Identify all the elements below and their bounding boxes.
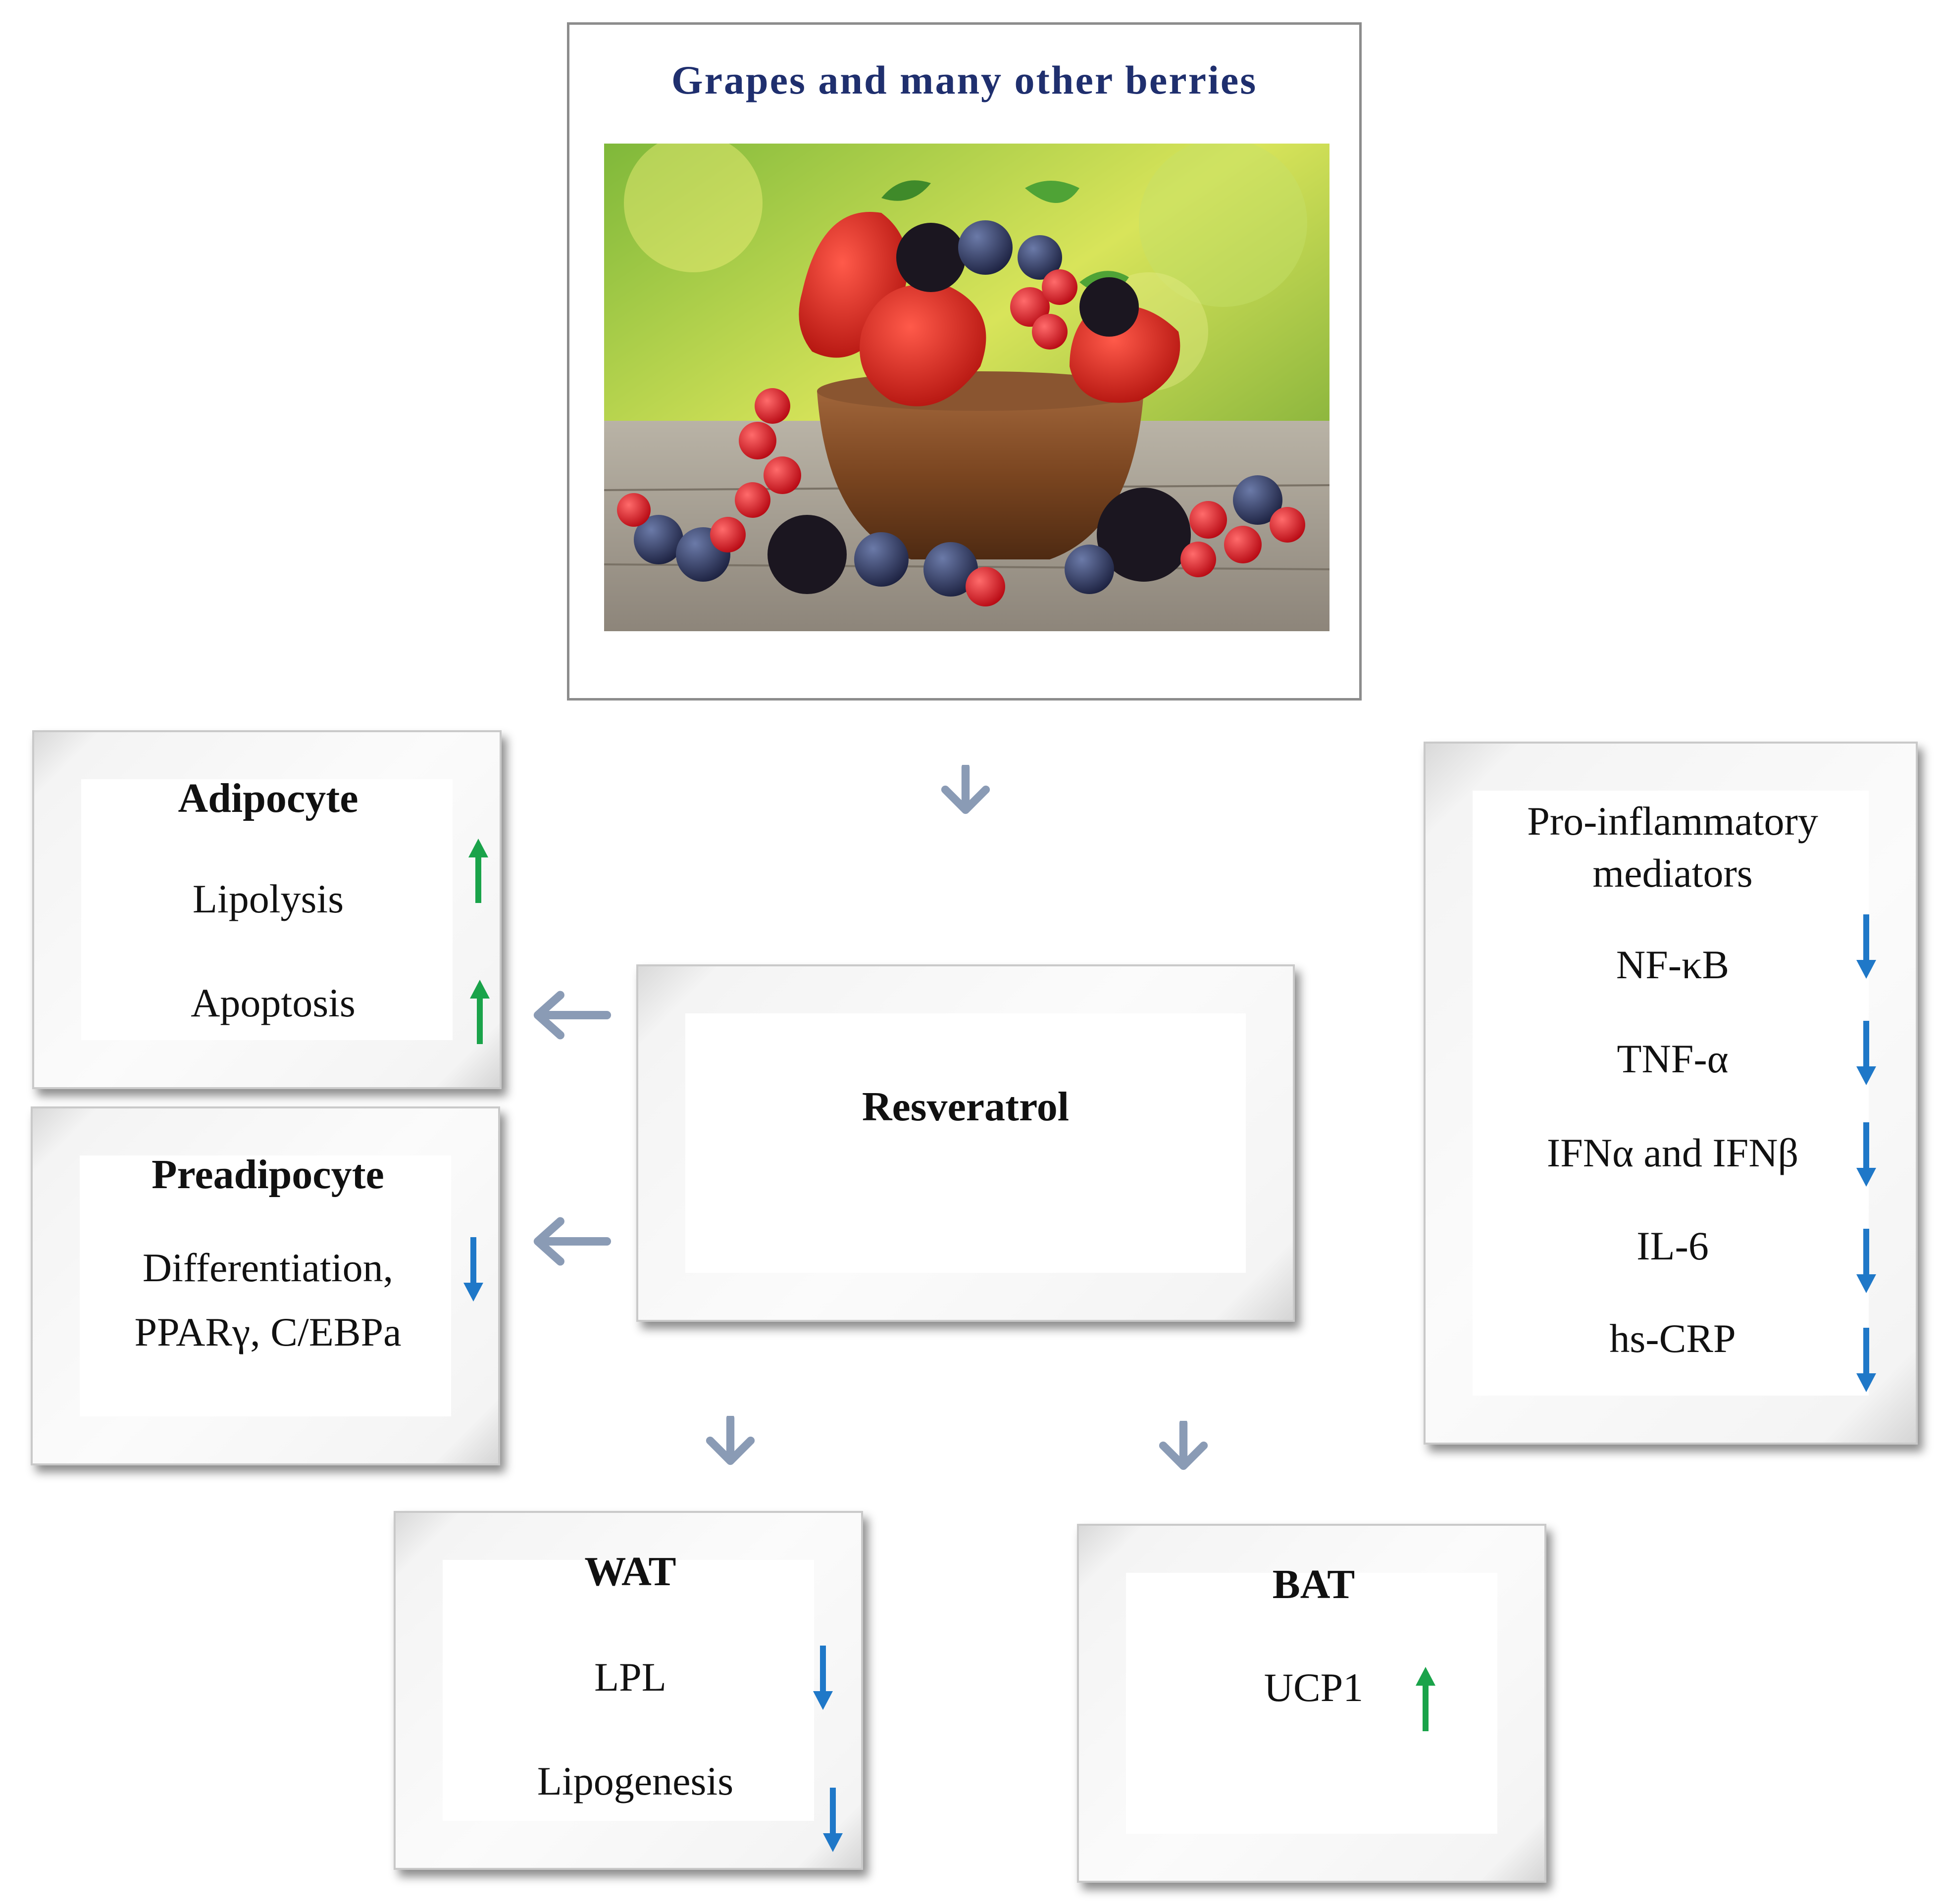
inflammatory-title-line-1: Pro-inflammatory [1527,799,1818,844]
down-arrow-icon [1856,914,1876,979]
inflammatory-box: Pro-inflammatory mediators NF-κB TNF-α I… [1424,742,1918,1445]
resveratrol-box: Resveratrol [636,964,1295,1322]
source-box: Grapes and many other berries [567,22,1362,701]
bat-title: BAT [1272,1561,1355,1607]
adipocyte-box: Adipocyte Lipolysis Apoptosis [32,730,502,1089]
preadipocyte-line-1: Differentiation, [142,1245,394,1290]
mediator-il-6: IL-6 [1636,1223,1709,1268]
bat-box: BAT UCP1 [1077,1524,1546,1883]
berries-photo [604,144,1329,631]
up-arrow-icon [470,980,490,1044]
down-arrow-icon [813,1646,833,1710]
wat-box: WAT LPL Lipogenesis [394,1511,863,1870]
mediator-ifn: IFNα and IFNβ [1546,1130,1799,1175]
down-arrow-icon [1856,1328,1876,1392]
wat-item-lipogenesis: Lipogenesis [537,1758,734,1804]
down-arrow-icon [463,1237,483,1302]
down-arrow-icon [823,1788,843,1852]
arrow-down-to-wat [703,1416,758,1465]
up-arrow-icon [1416,1667,1435,1731]
mediator-nf-kb: NF-κB [1616,942,1730,987]
mediator-tnf-alpha: TNF-α [1617,1036,1729,1081]
resveratrol-label: Resveratrol [862,1084,1070,1130]
down-arrow-icon [1856,1021,1876,1085]
mediator-hs-crp: hs-CRP [1609,1316,1736,1361]
down-arrow-icon [1856,1122,1876,1187]
arrow-left-to-adipocyte [532,989,612,1041]
arrow-left-to-preadipocyte [532,1215,612,1267]
up-arrow-icon [468,839,488,903]
wat-item-lpl: LPL [594,1654,666,1700]
wat-title: WAT [584,1549,676,1595]
down-arrow-icon [1856,1229,1876,1293]
adipocyte-item-apoptosis: Apoptosis [191,980,356,1025]
arrow-down-from-source [938,765,993,814]
bat-item-ucp1: UCP1 [1264,1665,1364,1710]
preadipocyte-line-2: PPARγ, C/EBPa [134,1309,402,1354]
preadipocyte-title: Preadipocyte [152,1152,384,1198]
arrow-down-to-bat [1156,1421,1211,1470]
adipocyte-title: Adipocyte [178,775,358,821]
adipocyte-item-lipolysis: Lipolysis [192,876,344,921]
source-title: Grapes and many other berries [671,57,1258,102]
inflammatory-title-line-2: mediators [1592,851,1753,896]
preadipocyte-box: Preadipocyte Differentiation, PPARγ, C/E… [31,1106,500,1465]
